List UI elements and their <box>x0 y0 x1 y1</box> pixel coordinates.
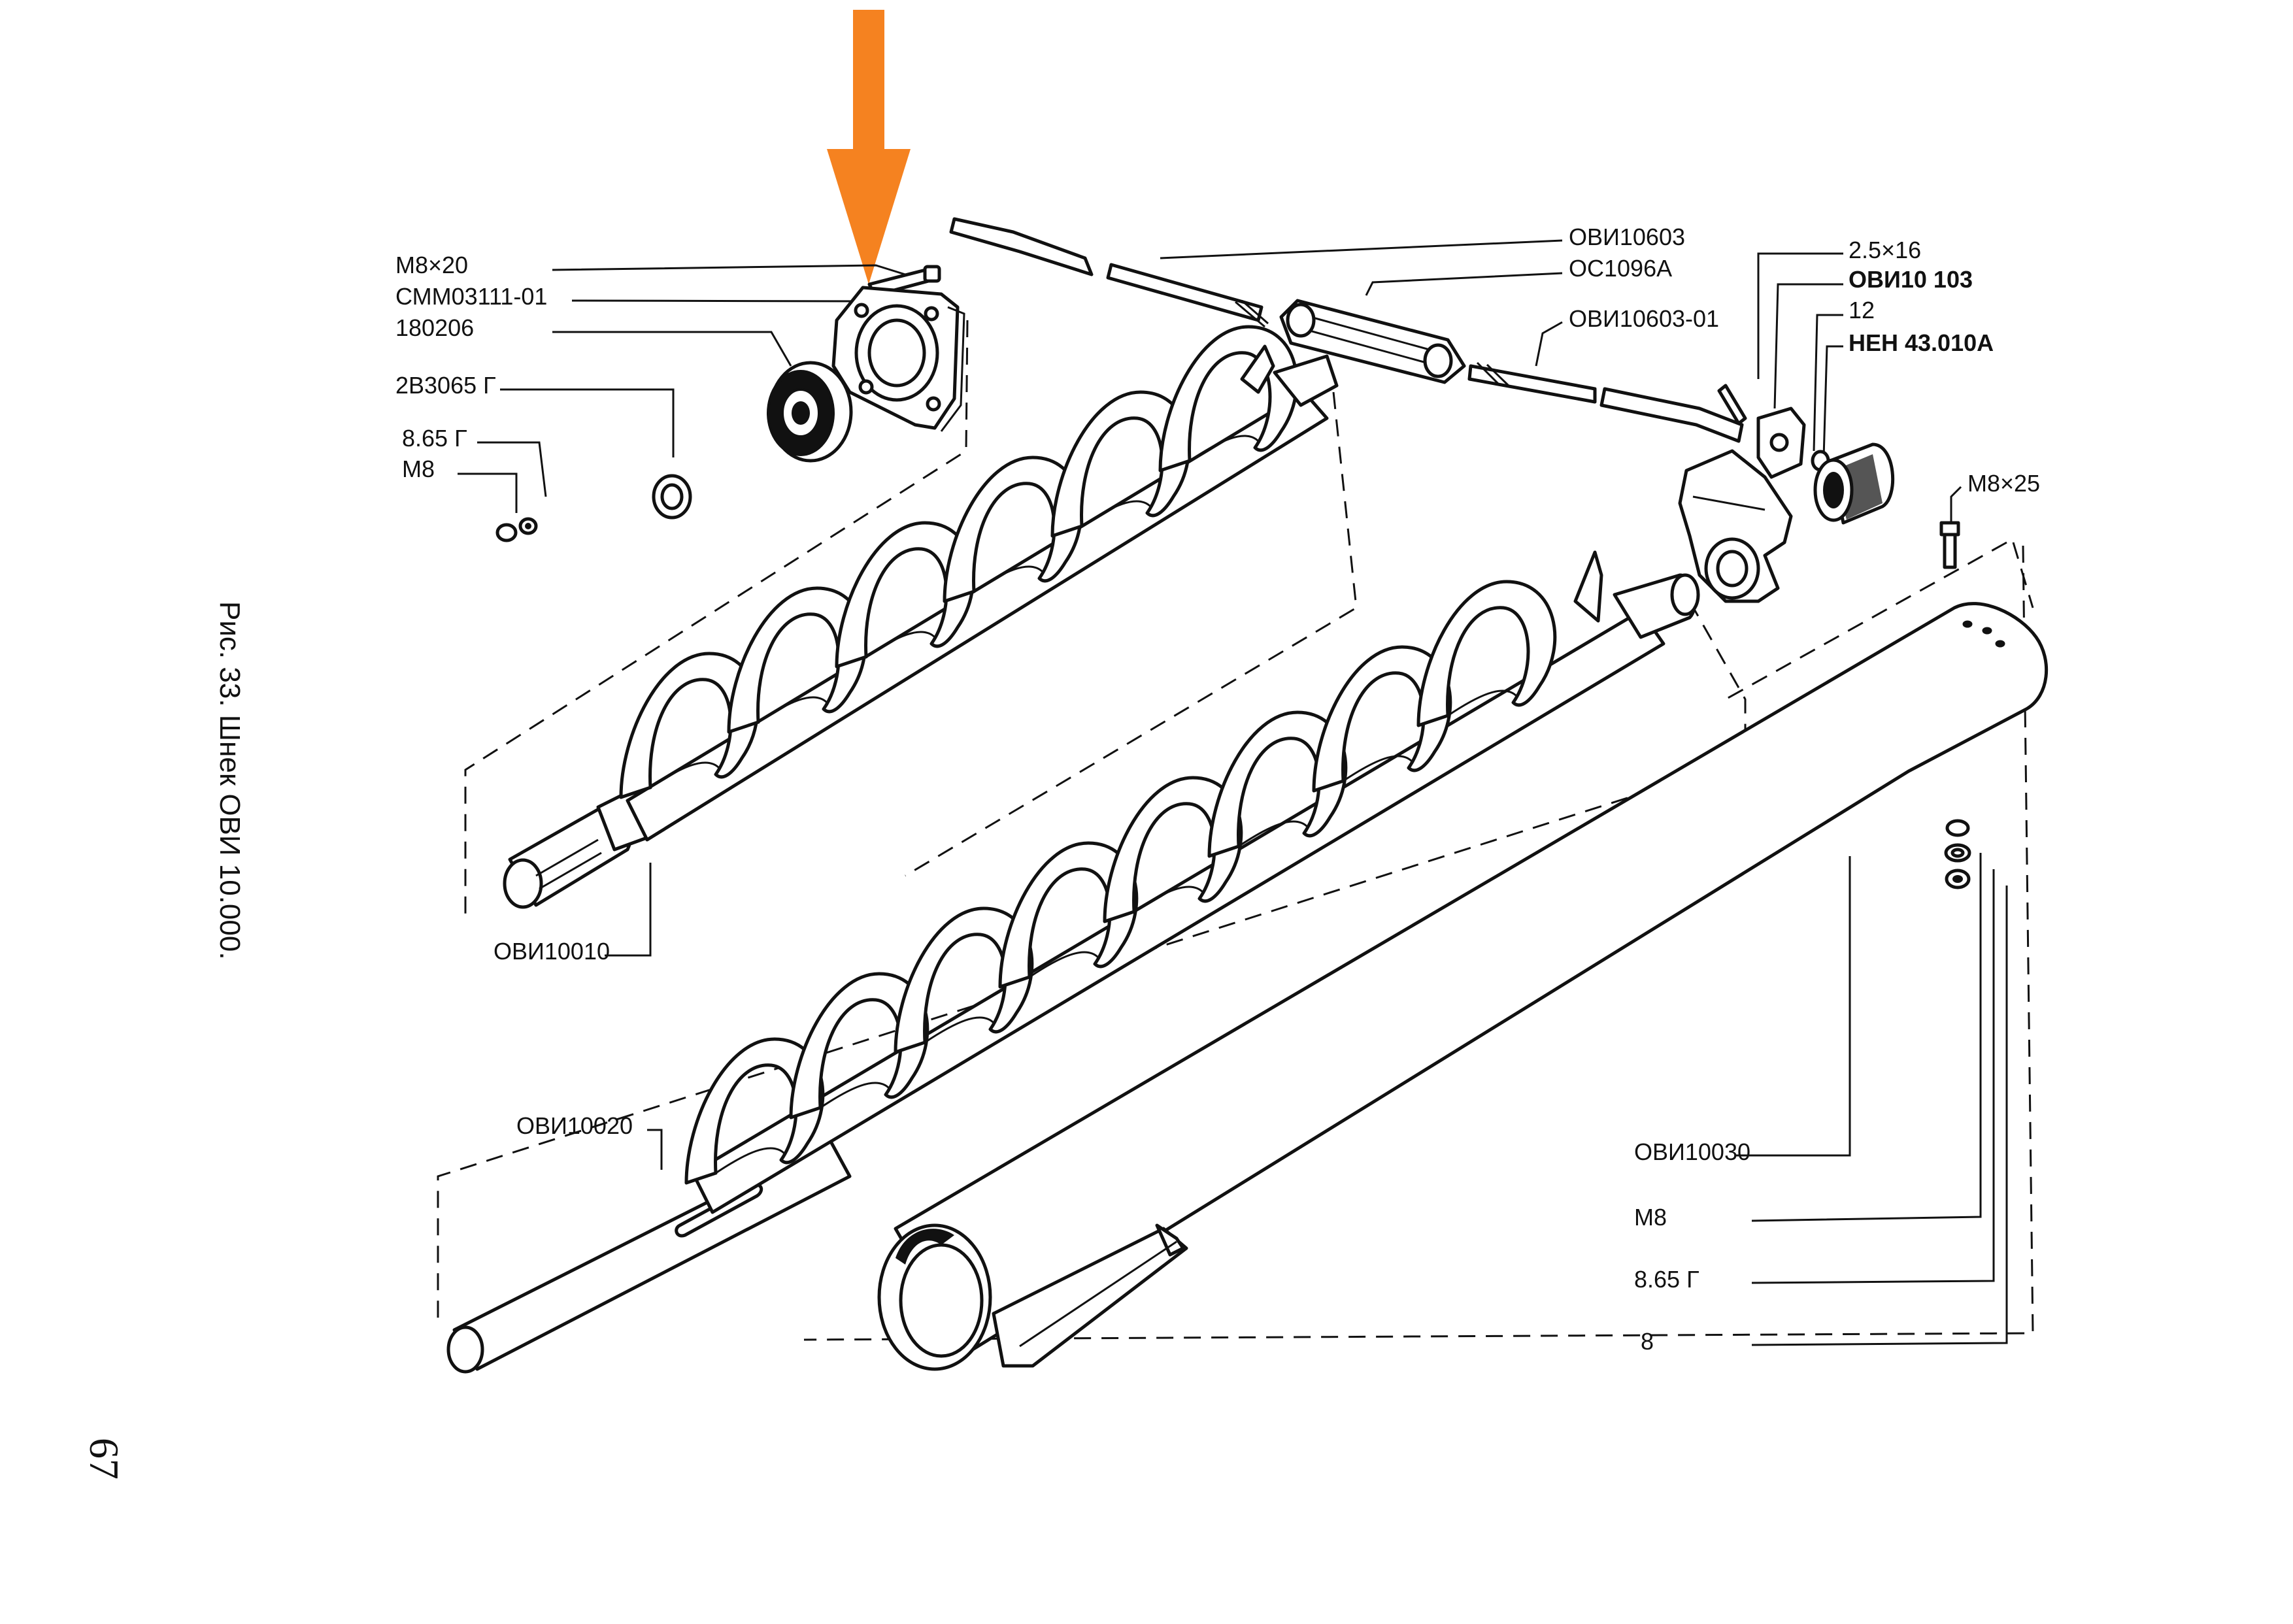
leader-lines-left <box>458 264 906 1170</box>
bearing-flange-housing <box>831 286 965 432</box>
cotter-pin-2-5x16 <box>1717 384 1747 425</box>
auger-ovi10020 <box>446 550 1700 1374</box>
turnbuckle-oc1096a <box>1279 299 1466 384</box>
auger-ovi10010 <box>503 327 1339 909</box>
label-m8-right: M8 <box>1634 1204 1667 1231</box>
leader-lines-right <box>1160 239 2008 1346</box>
bushing-neh43010a <box>1813 442 1895 525</box>
washer-nut-m8-right <box>1944 819 1971 889</box>
tie-rod-ovi10603 <box>949 217 1269 328</box>
label-12: 12 <box>1849 297 1875 323</box>
page-number: 67 <box>81 1438 127 1480</box>
auger-tube-ovi10030 <box>877 602 2049 1371</box>
bracket-ovi10103 <box>1756 406 1806 479</box>
label-cmm03111: СММ03111-01 <box>395 283 547 310</box>
label-180206: 180206 <box>395 314 474 341</box>
label-2b3065: 2В3065 Г <box>395 372 496 399</box>
label-8: 8 <box>1641 1328 1654 1355</box>
bolt-m8x25 <box>1939 521 1960 569</box>
label-m8x25: M8×25 <box>1967 470 2040 497</box>
label-oc1096a: ОС1096А <box>1569 255 1672 282</box>
label-ovi10603: ОВИ10603 <box>1569 224 1685 250</box>
label-ovi10103: ОВИ10 103 <box>1849 266 1973 293</box>
bearing-180206 <box>767 361 853 463</box>
figure-caption: Рис. 33. Шнек ОВИ 10.000. <box>214 601 246 960</box>
washer-nut-m8-left <box>495 517 538 542</box>
label-865-left: 8.65 Г <box>402 425 467 452</box>
label-m8-left: M8 <box>402 456 435 482</box>
label-865-right: 8.65 Г <box>1634 1266 1699 1293</box>
label-neh43010a: НЕН 43.010А <box>1849 329 1994 356</box>
label-ovi10010: ОВИ10010 <box>494 938 610 965</box>
label-m8x20: M8×20 <box>395 252 468 278</box>
tie-rod-ovi10603-01 <box>1467 361 1744 443</box>
spring-washer-2b3065 <box>652 474 692 520</box>
pointer-arrow <box>827 10 911 284</box>
label-pin-2-5x16: 2.5×16 <box>1849 237 1921 263</box>
label-ovi10020: ОВИ10020 <box>516 1112 633 1139</box>
bearing-housing-arm <box>1678 449 1793 603</box>
label-ovi10603-01: ОВИ10603-01 <box>1569 305 1719 332</box>
label-ovi10030: ОВИ10030 <box>1634 1138 1750 1165</box>
